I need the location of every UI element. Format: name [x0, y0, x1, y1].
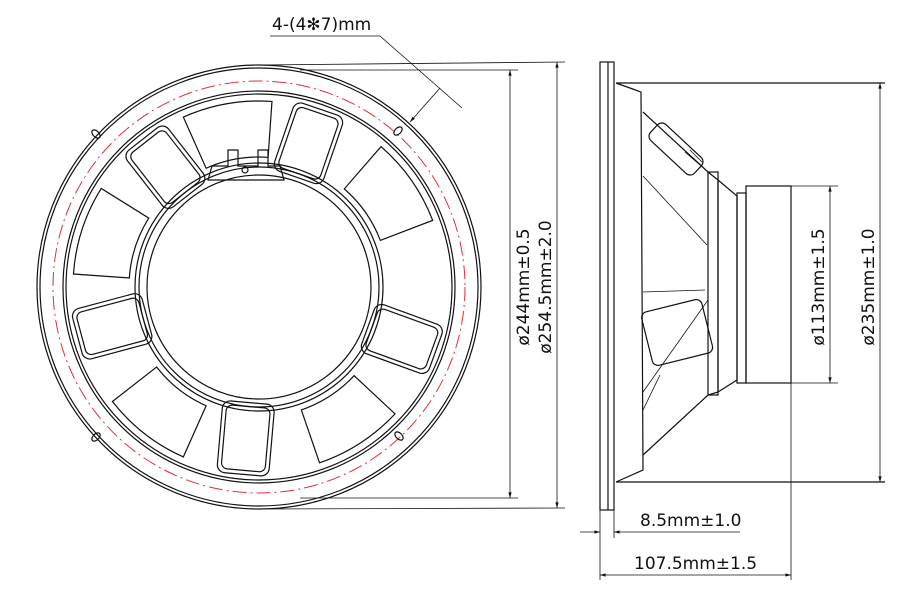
basket-cutout: [111, 366, 207, 458]
mounting-circle: [52, 80, 466, 494]
dim-flange-thickness: 8.5mm±1.0: [640, 511, 741, 531]
basket-window: [76, 297, 149, 356]
dim-outer-diameter: ø254.5mm±2.0: [536, 220, 556, 353]
basket-window: [216, 400, 275, 477]
basket-cutout: [343, 145, 434, 242]
dim-magnet-diameter: ø113mm±1.5: [809, 228, 829, 345]
mounting-holes: [91, 126, 404, 442]
terminal-icon: [207, 149, 285, 181]
side-view: [599, 61, 885, 511]
basket-window: [220, 404, 271, 473]
basket-cutout: [72, 187, 150, 279]
front-dimensions: ø244mm±0.5 ø254.5mm±2.0 4-(4✻7)mm: [258, 15, 566, 510]
dim-frame-diameter: ø235mm±1.0: [859, 228, 879, 345]
basket-window: [273, 102, 344, 185]
side-dimensions: ø113mm±1.5 ø235mm±1.0 8.5mm±1.0 107.5mm±…: [580, 83, 882, 580]
basket-window: [365, 308, 439, 370]
front-view: [36, 64, 482, 510]
basket-window: [71, 293, 153, 360]
dim-overall-depth: 107.5mm±1.5: [634, 554, 757, 574]
hole-callout: 4-(4✻7)mm: [272, 15, 371, 35]
basket-window: [130, 130, 201, 205]
basket-cutout: [300, 374, 396, 464]
basket-window: [278, 106, 339, 180]
dim-mounting-diameter: ø244mm±0.5: [514, 228, 534, 345]
basket-window: [125, 125, 206, 209]
basket-window: [360, 303, 443, 375]
